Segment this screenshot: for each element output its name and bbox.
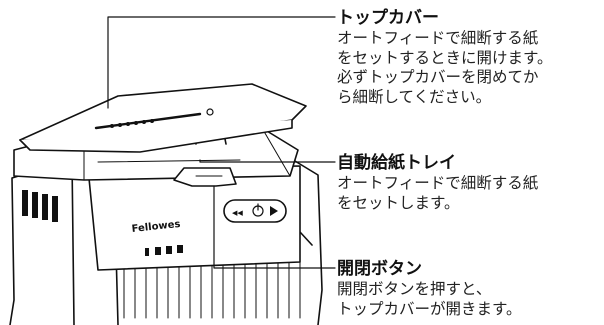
leader-lines — [107, 16, 336, 269]
leader-open-close-button — [213, 185, 336, 269]
callout-text-line: をセットするときに開けます。 — [337, 48, 553, 67]
callout-top-cover: トップカバー オートフィードで細断する紙 をセットするときに開けます。 必ずトッ… — [337, 7, 603, 107]
leader-auto-feed-tray — [199, 159, 336, 163]
leader-top-cover — [107, 16, 336, 109]
callout-title: 自動給紙トレイ — [337, 153, 456, 173]
indicator-dots — [110, 119, 154, 128]
svg-text:◀◀: ◀◀ — [232, 209, 243, 217]
callout-auto-feed-tray: 自動給紙トレイ オートフィードで細断する紙 をセットします。 — [337, 152, 603, 213]
callout-text-line: ら細断してください。 — [337, 87, 492, 106]
callout-open-close-button: 開閉ボタン 開閉ボタンを押すと、 トップカバーが開きます。 — [337, 258, 603, 319]
callout-text-line: をセットします。 — [337, 193, 460, 212]
callout-title: 開閉ボタン — [337, 259, 422, 279]
callout-text-line: 必ずトップカバーを閉めてか — [337, 68, 539, 86]
control-panel: ◀◀ — [223, 199, 287, 223]
status-icons — [145, 245, 183, 256]
brand-logo: Fellowes — [131, 219, 181, 235]
open-close-button — [173, 167, 237, 187]
callout-text-line: オートフィードで細断する紙 — [337, 174, 539, 192]
callout-text-line: トップカバーが開きます。 — [337, 299, 522, 318]
callout-text-line: オートフィードで細断する紙 — [337, 29, 539, 47]
callout-title: トップカバー — [337, 8, 439, 28]
side-vents — [22, 190, 58, 222]
callout-text-line: 開閉ボタンを押すと、 — [337, 280, 492, 298]
